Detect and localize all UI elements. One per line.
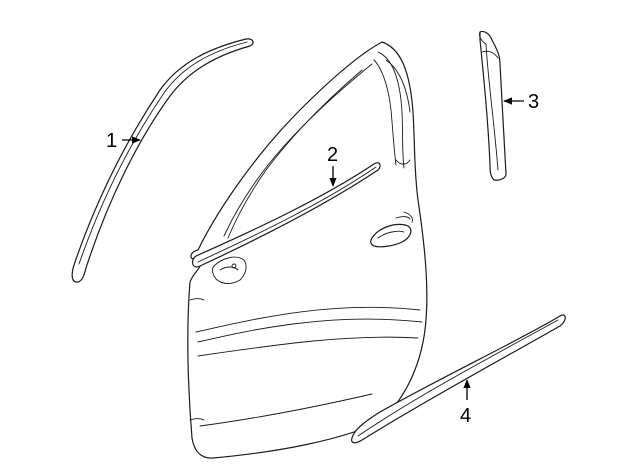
callout-1-label: 1: [106, 130, 117, 152]
front-door-shell: [187, 41, 428, 459]
window-frame-molding: [71, 38, 254, 283]
body-side-molding: [351, 314, 566, 444]
callout-3: 3: [503, 91, 539, 113]
callout-4: 4: [460, 379, 471, 427]
belt-weatherstrip: [191, 162, 381, 268]
callout-2: 2: [327, 144, 338, 187]
callout-2-label: 2: [327, 144, 338, 166]
callout-1: 1: [106, 130, 141, 152]
callout-4-label: 4: [460, 405, 471, 427]
callout-3-label: 3: [528, 91, 539, 113]
pillar-applique: [479, 30, 507, 181]
